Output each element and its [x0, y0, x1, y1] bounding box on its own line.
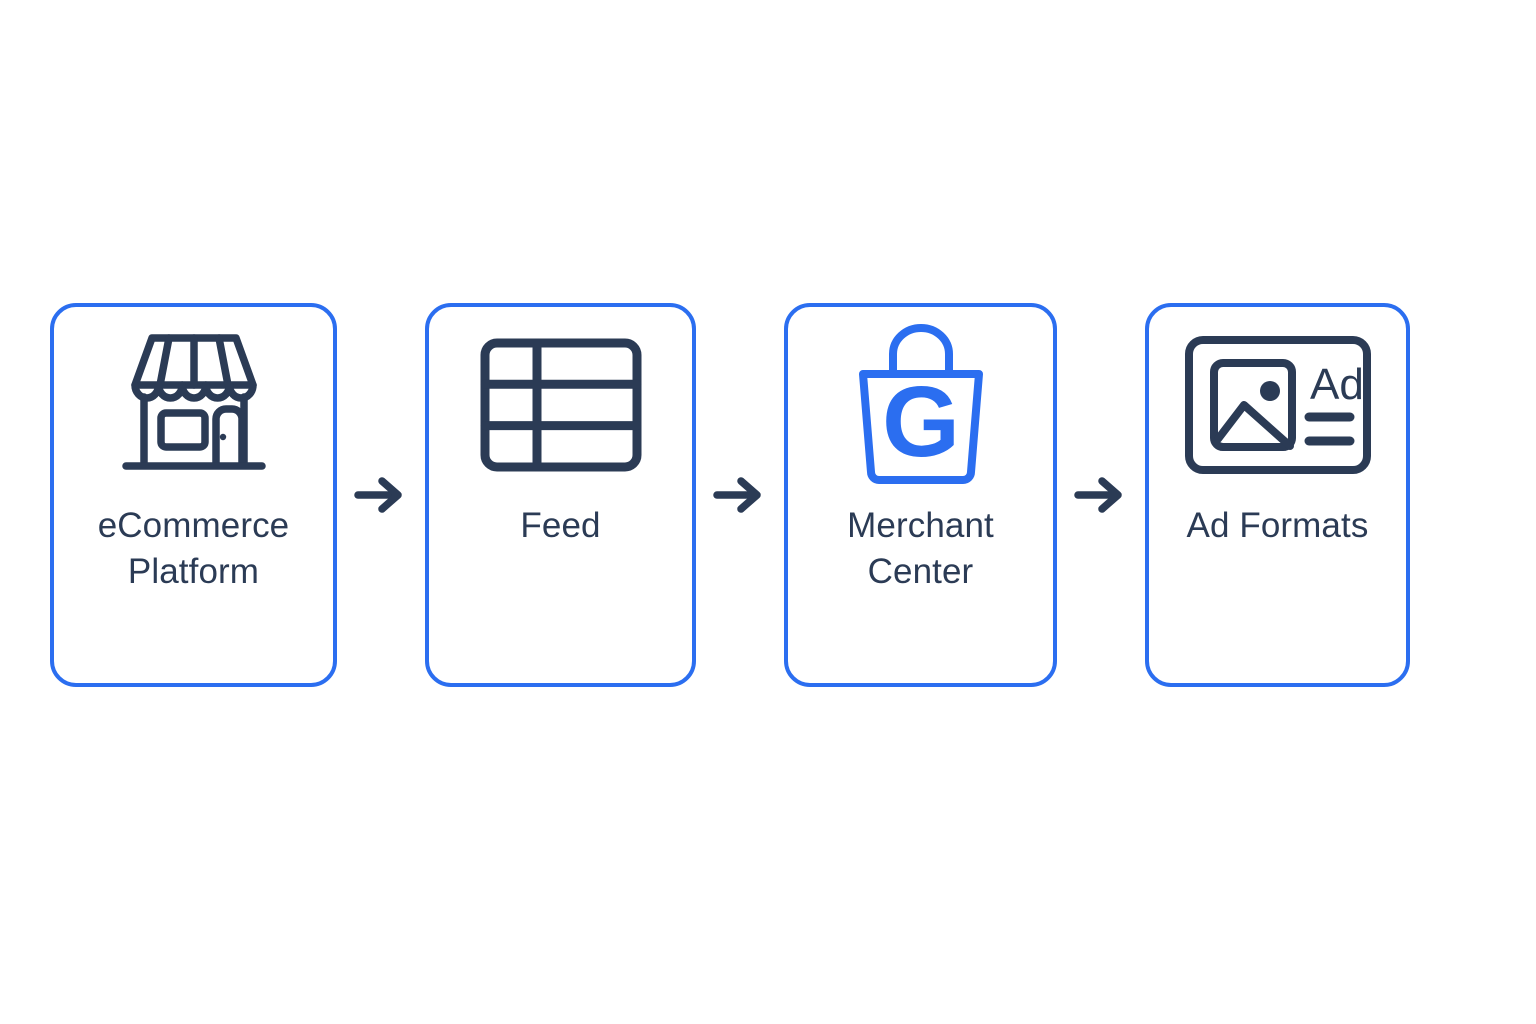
step-card-ecommerce-platform[interactable]: eCommerce Platform [50, 303, 337, 687]
table-grid-icon [429, 307, 692, 503]
arrow-right-icon-1 [337, 303, 425, 687]
google-shopping-bag-icon: G [788, 307, 1053, 503]
flow-diagram: eCommerce Platform Feed [50, 303, 1410, 687]
ad-creative-icon: Ad [1149, 307, 1406, 503]
merchant-center-g-glyph: G [882, 366, 960, 478]
storefront-icon [54, 307, 333, 503]
step-label-ecommerce-platform: eCommerce Platform [97, 506, 290, 591]
step-label-merchant-center: Merchant Center [847, 506, 994, 591]
arrow-right-icon-2 [696, 303, 784, 687]
step-card-ad-formats[interactable]: Ad Ad Formats [1145, 303, 1410, 687]
step-card-merchant-center[interactable]: G Merchant Center [784, 303, 1057, 687]
step-label-feed: Feed [520, 506, 601, 545]
arrow-right-icon-3 [1057, 303, 1145, 687]
step-label-ad-formats: Ad Formats [1186, 506, 1369, 545]
step-card-feed[interactable]: Feed [425, 303, 696, 687]
ad-label-glyph: Ad [1310, 360, 1364, 409]
